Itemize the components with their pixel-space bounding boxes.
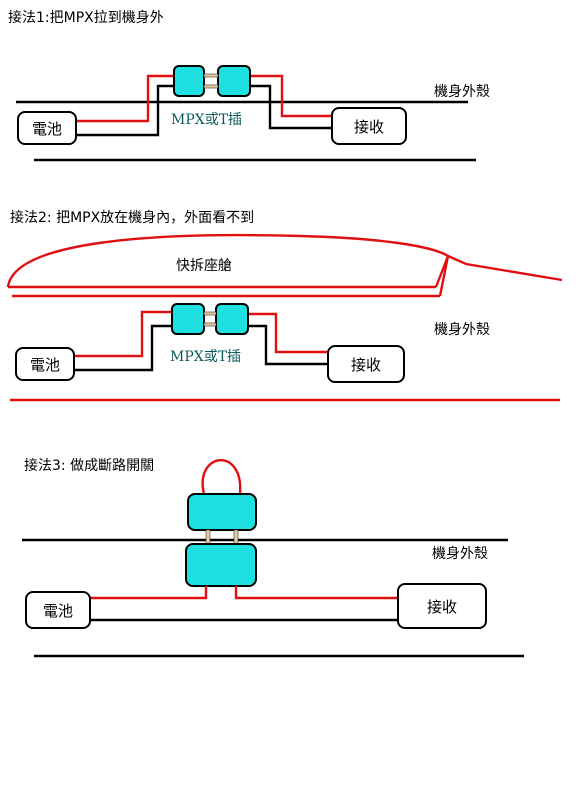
method1-battery-positive-wire — [76, 74, 174, 123]
method2-hull-nose-line — [438, 254, 563, 297]
method2-battery-positive-wire — [74, 310, 172, 358]
method3-battery-label: 電池 — [43, 602, 73, 620]
method3-connector-pin — [233, 529, 239, 545]
method1-connector-label: MPX或T插 — [171, 112, 242, 128]
method3-battery-box — [25, 591, 91, 629]
method2-canopy-outline — [6, 233, 450, 288]
method1-receiver-box — [331, 107, 407, 145]
method2-receiver-negative-wire — [248, 324, 328, 366]
method1-connector-left — [173, 65, 205, 97]
method2-battery-label: 電池 — [30, 356, 60, 374]
method1-receiver-positive-wire — [250, 74, 332, 118]
method3-jumper-loop-wire — [201, 459, 242, 495]
method2-receiver-positive-wire — [248, 312, 328, 354]
method2-connector-left — [171, 303, 205, 335]
method1-battery-label: 電池 — [32, 120, 62, 138]
method3-receiver-label: 接收 — [427, 598, 457, 616]
method2-connector-right — [215, 303, 249, 335]
method2-connector-pin — [203, 311, 217, 316]
method1-connector-right — [217, 65, 251, 97]
method3-receiver-box — [397, 583, 487, 629]
method3-heading: 接法3: 做成斷路開關 — [24, 457, 154, 474]
method1-connector-pin — [203, 84, 219, 89]
method1-heading: 接法1:把MPX拉到機身外 — [8, 9, 164, 26]
method2-connector-pin — [203, 322, 217, 327]
method2-battery-negative-wire — [74, 324, 172, 372]
method2-section: 接法2: 把MPX放在機身內，外面看不到 快拆座艙 機身外殼 MPX或T插 電池… — [6, 209, 563, 402]
method1-receiver-label: 接收 — [354, 118, 384, 136]
method1-battery-negative-wire — [76, 84, 174, 137]
method2-heading: 接法2: 把MPX放在機身內，外面看不到 — [10, 209, 254, 226]
method1-battery-box — [17, 111, 77, 145]
method3-battery-positive-wire — [90, 586, 208, 600]
method2-receiver-box — [327, 345, 405, 383]
method2-receiver-label: 接收 — [351, 356, 381, 374]
method1-connector-pin — [203, 73, 219, 78]
method1-receiver-negative-wire — [250, 84, 332, 130]
method3-connector-pin — [205, 529, 211, 545]
method2-connector-label: MPX或T插 — [170, 349, 241, 365]
method3-socket-connector — [185, 543, 257, 587]
method3-section: 接法3: 做成斷路開關 機身外殼 電池 接收 — [22, 457, 524, 658]
method1-hull-label: 機身外殼 — [434, 84, 490, 100]
method3-receiver-positive-wire — [234, 586, 398, 600]
method2-hull-label: 機身外殼 — [434, 322, 490, 338]
method2-canopy-label: 快拆座艙 — [176, 258, 232, 274]
method3-jumper-plug — [187, 493, 257, 531]
method2-battery-box — [15, 347, 75, 381]
method1-section: 接法1:把MPX拉到機身外 機身外殼 MPX或T插 電池 接收 — [8, 9, 490, 162]
method3-hull-label: 機身外殼 — [432, 546, 488, 562]
